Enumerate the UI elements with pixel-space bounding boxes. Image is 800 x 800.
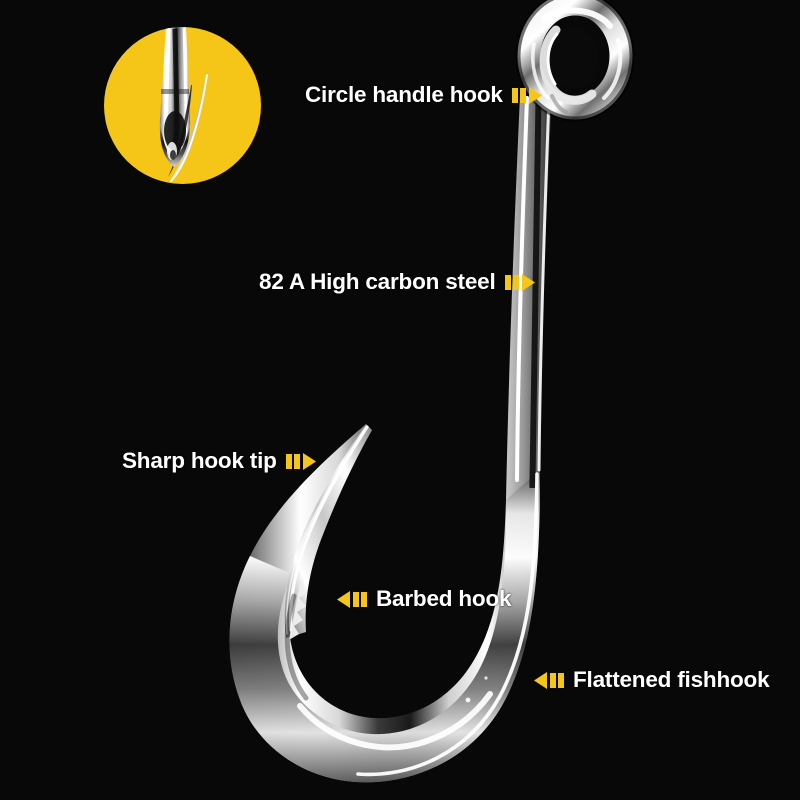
- hook-point-highlight: [289, 425, 369, 632]
- hook-barb: [289, 584, 307, 640]
- zoom-detail-artwork: [159, 27, 208, 182]
- hook-eye-left-highlight: [531, 42, 550, 100]
- callout-label: Circle handle hook: [305, 82, 503, 107]
- yellow-arrow-right-icon: [285, 452, 316, 470]
- callout-circle-handle-hook[interactable]: Circle handle hook: [305, 82, 542, 107]
- flattened-section-highlight: [297, 691, 493, 751]
- zoom-tip-bulb: [159, 123, 190, 167]
- specular-dot-1: [465, 697, 471, 703]
- zoom-shank-band: [161, 89, 189, 94]
- hook-eye-opening: [548, 27, 598, 89]
- hook-eye-inner-wire-highlight: [546, 32, 559, 86]
- bend-outer-highlight: [356, 472, 539, 777]
- hook-eye-outer-shadow: [515, 0, 635, 122]
- callout-label: Barbed hook: [376, 586, 512, 611]
- shank-highlight-right: [537, 96, 551, 472]
- callout-label: 82 A High carbon steel: [259, 269, 496, 294]
- hook-eye-top-highlight: [541, 7, 613, 29]
- yellow-arrow-left-icon: [337, 590, 367, 608]
- hook-bend: [229, 470, 540, 783]
- bend-inner-shadow: [284, 593, 309, 701]
- shank-highlight-left: [515, 96, 529, 482]
- callout-flattened-fishhook[interactable]: Flattened fishhook: [534, 667, 770, 692]
- zoom-detail-circle: [104, 27, 261, 184]
- callout-carbon-steel[interactable]: 82 A High carbon steel: [259, 269, 535, 294]
- hook-eye-junction: [550, 94, 568, 114]
- zoom-tip-specular-core: [170, 150, 176, 160]
- callout-label: Flattened fishhook: [573, 667, 770, 692]
- hook-point-highlight-2: [285, 429, 365, 635]
- zoom-tip-reflection: [164, 111, 186, 151]
- hook-eye-inner-wire: [539, 25, 597, 105]
- shank-core-shadow: [529, 95, 542, 489]
- callout-sharp-hook-tip[interactable]: Sharp hook tip: [122, 448, 316, 473]
- specular-dot-2: [484, 676, 488, 680]
- zoom-barb-highlight: [170, 74, 208, 182]
- hook-point: [284, 424, 372, 638]
- callout-label: Sharp hook tip: [122, 448, 277, 473]
- callout-barbed-hook[interactable]: Barbed hook: [337, 586, 512, 611]
- yellow-arrow-left-icon: [534, 671, 564, 689]
- zoom-barb-shadow: [168, 85, 192, 177]
- yellow-arrow-right-icon: [504, 273, 535, 291]
- yellow-arrow-right-icon: [511, 86, 542, 104]
- hook-eye-right-highlight: [602, 38, 623, 100]
